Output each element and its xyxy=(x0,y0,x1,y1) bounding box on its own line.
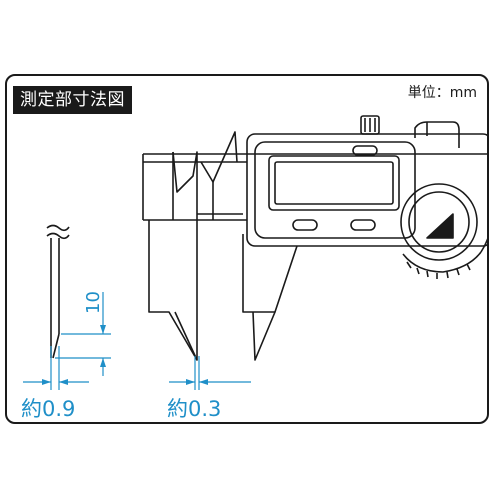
caliper-body xyxy=(246,115,487,247)
height-dimension-label: 10 xyxy=(83,291,104,314)
diagram-title: 測定部寸法図 xyxy=(13,86,132,114)
diagram-frame: 10 約0.9 約0.3 測定部寸法図 単位：mm xyxy=(5,74,489,424)
outside-jaws xyxy=(148,220,298,361)
thumb-wheel xyxy=(400,183,487,279)
height-dimension xyxy=(55,292,111,376)
left-width-dimension xyxy=(23,346,89,390)
right-width-dimension xyxy=(169,356,251,390)
dimension-lines xyxy=(23,292,251,390)
inside-jaws xyxy=(172,131,238,220)
right-width-label: 約0.3 xyxy=(167,397,221,421)
unit-label: 単位：mm xyxy=(407,85,477,101)
left-width-label: 約0.9 xyxy=(21,397,75,421)
caliper-drawing: 10 約0.9 約0.3 xyxy=(21,115,487,421)
main-beam xyxy=(142,153,487,221)
blade-profile xyxy=(46,224,70,359)
